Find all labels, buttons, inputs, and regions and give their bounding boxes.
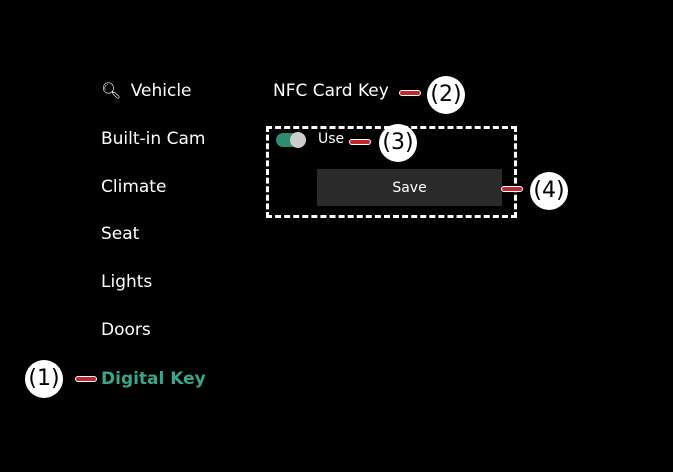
callout-1: (1) [25,360,63,398]
callout-marker [75,376,97,382]
sidebar-item-label: Vehicle [130,81,192,101]
callout-2: (2) [427,76,465,114]
sidebar-item-lights[interactable]: Lights [101,272,153,292]
toggle-knob [290,132,306,148]
search-icon: 🔍︎ [101,81,122,100]
save-button[interactable]: Save [317,169,502,206]
callout-marker [399,90,421,96]
callout-marker [501,186,523,192]
callout-marker [349,139,371,145]
sidebar-item-digital-key[interactable]: Digital Key [101,369,206,389]
use-toggle[interactable] [276,132,306,148]
page-title: NFC Card Key [273,81,389,101]
sidebar-item-climate[interactable]: Climate [101,177,167,197]
use-label: Use [318,131,345,147]
sidebar-item-vehicle[interactable]: 🔍︎ Vehicle [101,81,192,101]
callout-4: (4) [530,172,568,210]
sidebar-item-built-in-cam[interactable]: Built-in Cam [101,129,206,149]
sidebar-item-doors[interactable]: Doors [101,320,151,340]
sidebar-item-seat[interactable]: Seat [101,224,140,244]
callout-3: (3) [379,124,417,162]
